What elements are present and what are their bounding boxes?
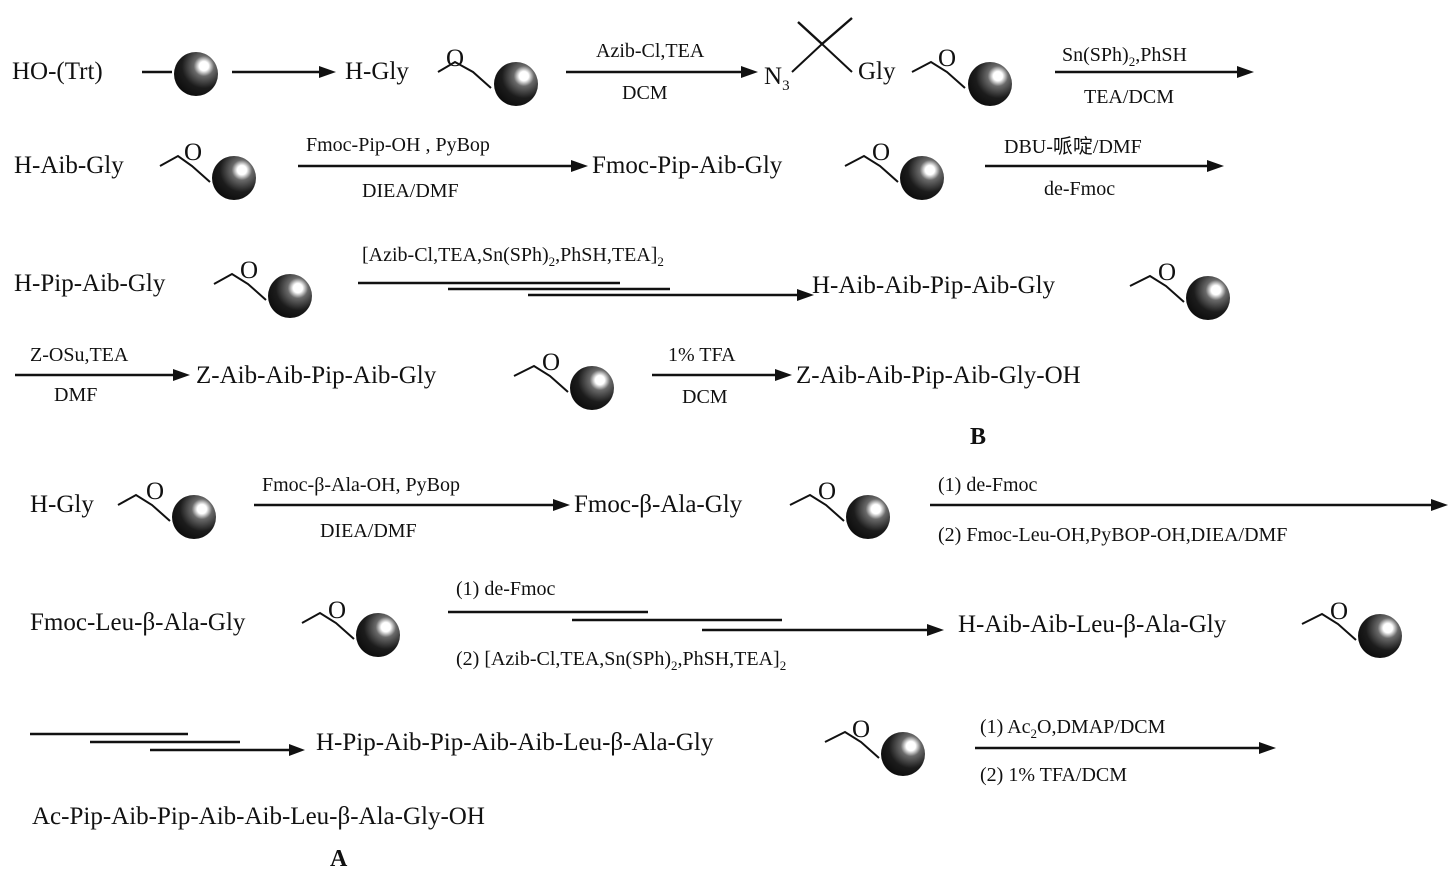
ester-oxygen: O [446,45,465,72]
resin-bead [846,495,890,539]
ester-oxygen: O [938,45,957,72]
ester-link-4 [844,154,899,183]
resin-bead [212,156,256,200]
ester-link-12 [824,730,880,759]
ester-oxygen: O [852,716,871,743]
compound-fmoc-bala-gly: Fmoc-β-Ala-Gly [574,491,743,518]
compound-label-b: B [970,424,987,450]
step-2-condition: (2) 1% TFA/DCM [980,764,1128,786]
ester-link-3 [159,154,211,183]
step-2-condition: (2) Fmoc-Leu-OH,PyBOP-OH,DIEA/DMF [938,524,1288,546]
resin-bead [968,62,1012,106]
resin-bead [172,495,216,539]
ester-link-9 [789,493,845,522]
ester-oxygen: O [328,597,347,624]
ester-oxygen: O [1158,259,1177,286]
resin-bead [268,274,312,318]
reagent-above: [Azib-Cl,TEA,Sn(SPh)2,PhSH,TEA]2 [362,244,664,269]
ester-link-8 [117,493,171,522]
reagent-above: DBU-哌啶/DMF [1004,136,1142,158]
compound-z-aib-aib-pip-aib-gly: Z-Aib-Aib-Pip-Aib-Gly [196,362,437,389]
resin-bead [570,366,614,410]
ester-oxygen: O [1330,598,1349,625]
step-2-condition: (2) [Azib-Cl,TEA,Sn(SPh)2,PhSH,TEA]2 [456,648,787,673]
ester-oxygen: O [146,478,165,505]
resin-bead [1358,614,1402,658]
solvent-below: DCM [682,386,728,408]
ester-link-7 [513,364,569,393]
resin-bead [881,732,925,776]
condition-below: de-Fmoc [1044,178,1116,200]
resin-bead [494,62,538,106]
product-a-acid: Ac-Pip-Aib-Pip-Aib-Aib-Leu-β-Ala-Gly-OH [32,803,485,830]
ester-link-10 [301,611,355,640]
compound-fmoc-pip-aib-gly: Fmoc-Pip-Aib-Gly [592,152,783,179]
start-material: HO-(Trt) [12,58,103,85]
step-1-condition: (1) de-Fmoc [938,474,1038,496]
compound-h-gly: H-Gly [30,491,94,518]
resin-bead [174,52,218,96]
ester-link-2 [911,60,966,89]
reagent-above: Azib-Cl,TEA [596,40,705,62]
compound-h-aib-gly: H-Aib-Gly [14,152,124,179]
resin-bead [1186,276,1230,320]
azide-group: N3 [764,63,790,94]
solvent-below: DIEA/DMF [320,520,417,542]
azib-bond [791,42,853,73]
reagent-above: 1% TFA [668,344,736,366]
compound-h-pip-aib-gly: H-Pip-Aib-Gly [14,270,166,297]
compound-label-a: A [330,846,348,871]
compound-full-resin-peptide: H-Pip-Aib-Pip-Aib-Aib-Leu-β-Ala-Gly [316,729,714,756]
ester-link-1 [437,60,492,89]
compound-fmoc-leu-bala-gly: Fmoc-Leu-β-Ala-Gly [30,609,246,636]
step-1-condition: (1) de-Fmoc [456,578,556,600]
solvent-below: DMF [54,384,98,406]
ester-oxygen: O [184,139,203,166]
ester-link-6 [1129,274,1185,303]
product-b-acid: Z-Aib-Aib-Pip-Aib-Gly-OH [796,362,1081,389]
solvent-below: DCM [622,82,668,104]
reagent-above: Fmoc-Pip-OH , PyBop [306,134,490,156]
solvent-below: TEA/DCM [1084,86,1174,108]
resin-bead [900,156,944,200]
ester-oxygen: O [872,139,891,166]
reagent-above: Fmoc-β-Ala-OH, PyBop [262,474,460,496]
compound-h-aib-aib-pip-aib-gly: H-Aib-Aib-Pip-Aib-Gly [812,272,1056,299]
compound-h-gly: H-Gly [345,58,409,85]
compound-h-aib-aib-leu-bala-gly: H-Aib-Aib-Leu-β-Ala-Gly [958,611,1227,638]
resin-bead [356,613,400,657]
ester-link-5 [213,272,267,301]
glycine-residue: Gly [858,58,896,85]
ester-oxygen: O [542,349,561,376]
ester-oxygen: O [240,257,259,284]
ester-link-11 [1301,612,1357,641]
reagent-above: Z-OSu,TEA [30,344,129,366]
solvent-below: DIEA/DMF [362,180,459,202]
ester-oxygen: O [818,478,837,505]
step-1-condition: (1) Ac2O,DMAP/DCM [980,716,1166,741]
reagent-above: Sn(SPh)2,PhSH [1062,44,1187,69]
